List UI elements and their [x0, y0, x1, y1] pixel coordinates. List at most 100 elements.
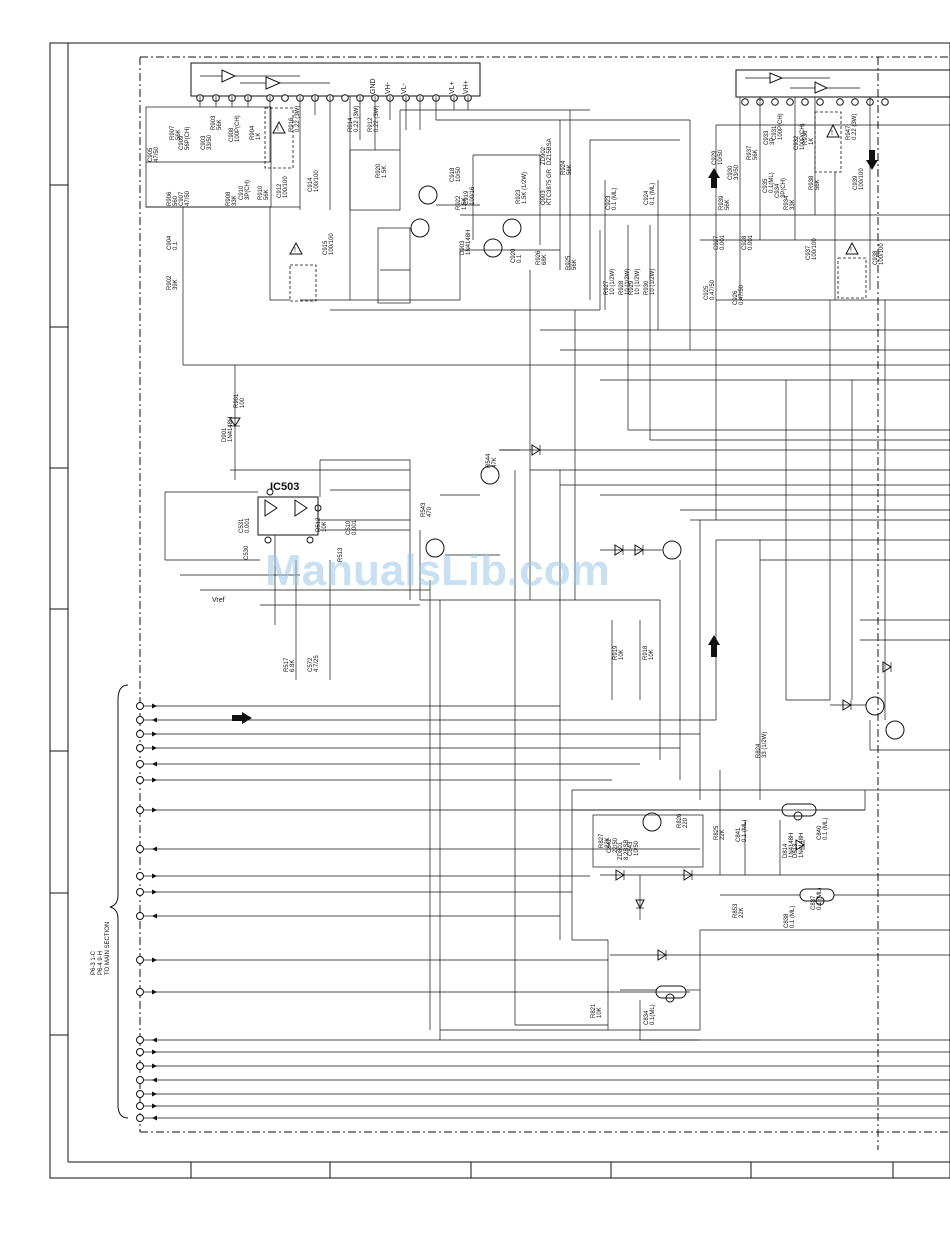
connector-pin [136, 702, 144, 710]
component-value: 10K [597, 1007, 603, 1018]
component-value: 100/100 [879, 243, 885, 265]
component-ref: C935 [763, 178, 769, 193]
component-value: 0.001 [720, 234, 726, 250]
component-ref: R903 [211, 115, 217, 130]
component-value: DZ15BSA [547, 138, 553, 165]
connector-pin [136, 1090, 144, 1098]
component-ref: C834 [644, 1010, 650, 1025]
component-ref: R925 [566, 255, 572, 270]
connector-pin [136, 716, 144, 724]
input-network-right: ! ! [700, 97, 950, 720]
component-value: 1.5K (1/2W) [522, 172, 528, 204]
component-ref: C931 [772, 125, 778, 140]
component-ref: R517 [284, 657, 290, 672]
component-ref: C937 [806, 245, 812, 260]
muting-section: IC503 Vref [164, 365, 430, 680]
component-ref: R918 [643, 645, 649, 660]
component-value: 6.8K [290, 660, 296, 672]
component-ref: R916 [289, 117, 295, 132]
component-ref: D813 [793, 843, 799, 858]
component-value: 10K [649, 649, 655, 660]
connector-pin [136, 1062, 144, 1070]
vref-label: Vref [212, 597, 225, 604]
component-ref: R920 [376, 163, 382, 178]
component-value: 0.22 (3W) [374, 106, 380, 132]
component-ref: C939 [853, 175, 859, 190]
ic503-label: IC503 [270, 481, 299, 493]
component-value: 0.22 (3W) [852, 114, 858, 140]
connector-label-2: P6-4 9-H [98, 951, 104, 975]
component-ref: R912 [368, 117, 374, 132]
component-ref: R936 [803, 130, 809, 145]
component-ref: C572 [308, 657, 314, 672]
component-ref: C530 [244, 545, 250, 560]
component-ref: D901 [222, 427, 228, 442]
component-ref: R827 [599, 833, 605, 848]
component-ref: C531 [239, 518, 245, 533]
component-value: 0.001 [352, 519, 358, 535]
component-value: 100/100 [283, 176, 289, 198]
ic-pin [771, 98, 779, 106]
component-ref: D814 [783, 843, 789, 858]
ic-pin [341, 94, 349, 102]
component-ref: C929 [712, 150, 718, 165]
ic-pin [786, 98, 794, 106]
component-value: 470 [427, 506, 433, 517]
component-value: 10K [619, 649, 625, 660]
component-value: 1.5K [462, 198, 468, 210]
component-ref: R904 [250, 125, 256, 140]
component-value: 1K [809, 138, 815, 145]
component-value: 100/100 [812, 238, 818, 260]
component-value: 33K [790, 199, 796, 210]
component-ref: R826 [677, 813, 683, 828]
component-value: 56K [176, 129, 182, 140]
component-ref: C924 [644, 190, 650, 205]
component-value: 0.22 (3W) [295, 106, 301, 132]
component-ref: C930 [728, 165, 734, 180]
component-value: 100P(CH) [778, 113, 784, 140]
component-value: 0.1 [517, 254, 523, 263]
component-ref: C842 [607, 838, 613, 853]
component-value: 100/100 [859, 168, 865, 190]
component-value: 4.7/25 [314, 655, 320, 672]
sheet-border [49, 42, 950, 1179]
component-ref: C907 [179, 191, 185, 206]
driver-section-center [300, 109, 950, 350]
component-value: 1N4148H [228, 417, 234, 442]
component-value: 0.47/50 [710, 279, 716, 300]
component-value: 220 [683, 817, 689, 828]
component-ref: C926 [733, 290, 739, 305]
pin-label-vl-minus: VL- [401, 82, 408, 94]
component-ref: C843 [628, 841, 634, 856]
power-amp-ic-right [735, 69, 950, 106]
pin-label-vl-plus: VL+ [449, 81, 456, 94]
component-ref: R939 [719, 195, 725, 210]
component-ref: R824 [756, 743, 762, 758]
board-outline [139, 56, 950, 1150]
component-ref: C934 [775, 183, 781, 198]
connector-pin [136, 956, 144, 964]
component-ref: C918 [450, 167, 456, 182]
component-ref: C909 [179, 135, 185, 150]
component-ref: R934 [784, 195, 790, 210]
component-ref: C919 [464, 190, 470, 205]
connector-pin [136, 760, 144, 768]
component-ref: C938 [873, 250, 879, 265]
ic-pin [281, 94, 289, 102]
component-ref: D903 [460, 240, 466, 255]
component-ref: R512 [316, 517, 322, 532]
connector-pin [136, 912, 144, 920]
connector-pin [136, 776, 144, 784]
connector-pin [136, 988, 144, 996]
svg-text:!: ! [294, 247, 296, 254]
power-control-section [440, 770, 950, 1041]
component-ref: R821 [591, 1003, 597, 1018]
component-ref: R513 [338, 547, 344, 562]
component-ref: R825 [714, 825, 720, 840]
component-value: 0.22 (3W) [354, 106, 360, 132]
connector-pin [136, 888, 144, 896]
component-value: 10/50 [718, 149, 724, 165]
component-ref: C925 [704, 285, 710, 300]
component-value: 10 (1/2W) [625, 269, 631, 295]
